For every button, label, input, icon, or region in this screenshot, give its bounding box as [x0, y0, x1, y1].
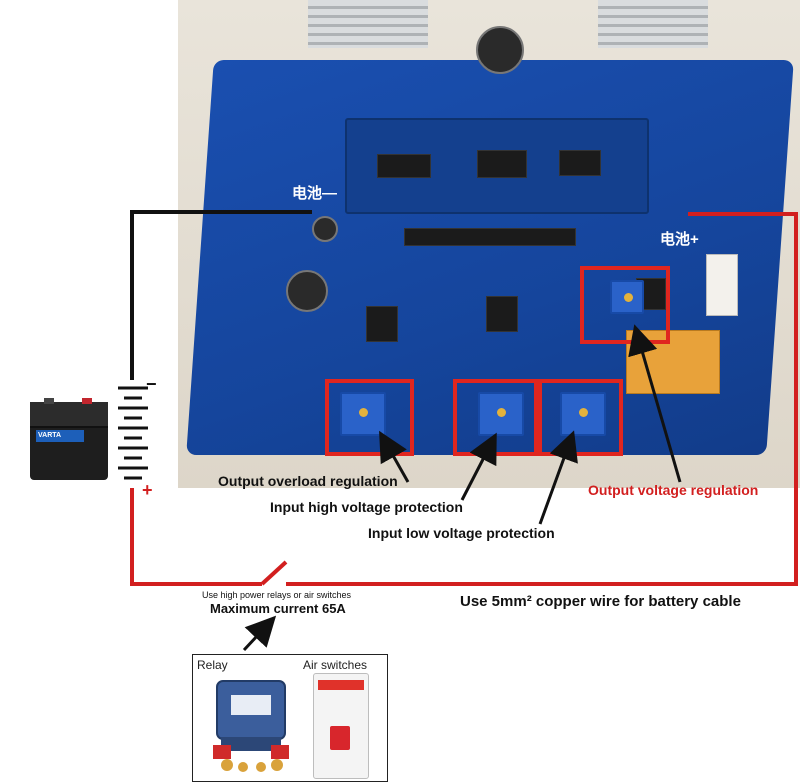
positive-wire-left	[130, 488, 262, 586]
arrow-relay	[242, 615, 277, 652]
switch-symbol	[260, 560, 288, 586]
box-input-low	[538, 379, 623, 456]
car-battery: VARTA	[30, 398, 108, 480]
battery-symbol	[118, 386, 148, 480]
capacitor	[476, 26, 524, 74]
battery-positive-marking: 电池+	[660, 231, 699, 248]
ic-chip	[377, 154, 431, 178]
pin-header	[404, 228, 576, 246]
ic-chip	[366, 306, 398, 342]
battery-negative-marking: 电池—	[292, 185, 338, 202]
air-switch-picture	[313, 673, 369, 779]
ic-chip	[559, 150, 601, 176]
negative-wire	[130, 210, 312, 380]
battery-brand-label: VARTA	[36, 430, 84, 442]
arrow-output-overload	[379, 430, 410, 483]
switch-options-inset: Relay Air switches	[192, 654, 388, 782]
label-wire-note: Use 5mm² copper wire for battery cable	[460, 593, 741, 610]
ic-chip	[486, 296, 518, 332]
label-air-switches: Air switches	[303, 658, 368, 672]
trimpot-output-voltage	[610, 280, 644, 314]
positive-wire-right	[286, 212, 798, 586]
trimpot-input-low	[560, 392, 606, 436]
capacitor	[286, 270, 328, 312]
label-input-high: Input high voltage protection	[270, 499, 463, 515]
trimpot-input-high	[478, 392, 524, 436]
box-input-high	[453, 379, 538, 456]
box-output-voltage	[580, 266, 670, 344]
box-output-overload	[325, 379, 414, 456]
negative-sign: −	[146, 374, 157, 394]
control-subboard	[345, 118, 649, 214]
label-max-current: Maximum current 65A	[210, 601, 346, 616]
ic-chip	[477, 150, 527, 178]
arrow-output-voltage	[628, 324, 682, 483]
label-relay: Relay	[197, 658, 228, 672]
label-relay-note: Use high power relays or air switches	[202, 590, 352, 600]
label-output-voltage: Output voltage regulation	[588, 482, 759, 498]
heatsink-right	[598, 0, 708, 48]
arrow-input-high	[460, 432, 497, 501]
trimpot-output-overload	[340, 392, 386, 436]
wire-connector	[706, 254, 738, 316]
heatsink-left	[308, 0, 428, 48]
relay-picture	[213, 680, 289, 772]
label-output-overload: Output overload regulation	[218, 473, 398, 489]
arrow-input-low	[538, 430, 578, 525]
label-input-low: Input low voltage protection	[368, 525, 555, 541]
positive-sign: +	[142, 480, 153, 500]
capacitor	[312, 216, 338, 242]
